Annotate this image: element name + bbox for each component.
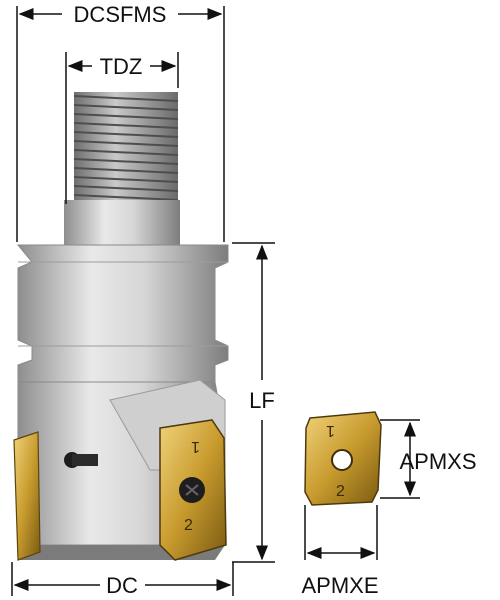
separate-insert-marking-1: 1 — [326, 422, 335, 439]
dimensions — [11, 6, 420, 596]
separate-insert-marking-2: 2 — [336, 483, 345, 500]
thread-ridge — [73, 95, 179, 102]
mounted-insert-marking-2: 2 — [184, 517, 193, 534]
coolant-channel — [72, 454, 98, 466]
thread-ridge — [73, 113, 179, 120]
thread-ridge — [73, 104, 179, 111]
dcsfms-label: DCSFMS — [74, 2, 167, 27]
threaded-shank — [64, 92, 180, 248]
thread-ridge — [73, 158, 179, 165]
tdz-label: TDZ — [100, 54, 143, 79]
thread-ridge — [73, 194, 179, 201]
apmxe-label: APMXE — [301, 573, 378, 598]
lf-label: LF — [249, 388, 275, 413]
insert-hole-icon — [331, 449, 353, 471]
thread-ridge — [73, 140, 179, 147]
thread-ridge — [73, 131, 179, 138]
thread-ridge — [73, 167, 179, 174]
separate-insert: 1 2 — [304, 411, 382, 506]
mounted-insert-marking-1: 1 — [191, 438, 200, 455]
mounted-insert: 1 2 — [159, 419, 227, 561]
thread-ridge — [73, 185, 179, 192]
left-insert — [13, 431, 41, 561]
thread-ridge — [73, 176, 179, 183]
apmxs-label: APMXS — [399, 449, 476, 474]
dc-label: DC — [106, 573, 138, 598]
thread-ridge — [73, 122, 179, 129]
thread-ridge — [73, 149, 179, 156]
